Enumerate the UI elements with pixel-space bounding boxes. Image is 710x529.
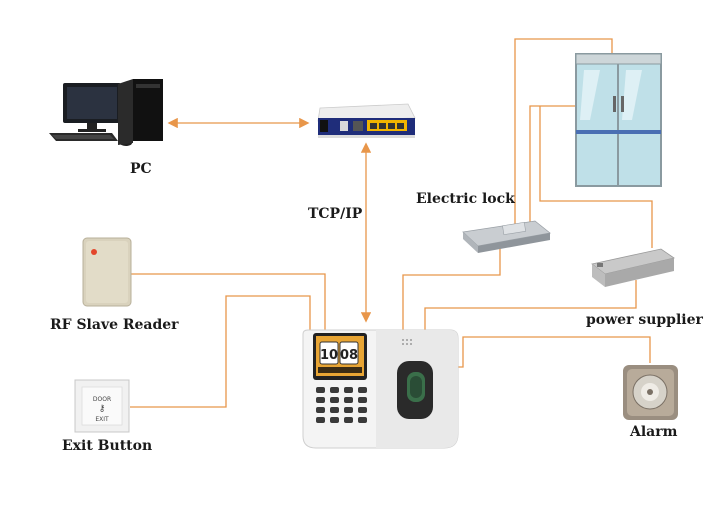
router-icon	[317, 103, 416, 138]
attendance-device: 10 08	[302, 329, 459, 449]
rf-reader-icon	[82, 237, 132, 307]
electric-lock-icon	[462, 220, 551, 253]
door-wire-lower	[529, 105, 575, 228]
connectors	[130, 38, 653, 408]
power-device-wire	[424, 280, 637, 333]
lock-wire	[402, 247, 501, 333]
speaker-grille	[402, 339, 412, 345]
power-supplier-icon	[591, 248, 675, 287]
electric-lock-label: Electric lock	[416, 191, 515, 207]
door-power-wire	[539, 106, 653, 248]
clock-minutes: 08	[340, 348, 358, 363]
power-supplier-label: power supplier	[586, 312, 703, 328]
alarm-icon	[623, 365, 678, 420]
alarm-wire	[440, 336, 651, 368]
alarm-label: Alarm	[630, 424, 678, 440]
key-symbol-icon: ⚷	[99, 404, 106, 414]
exit-button-label: Exit Button	[62, 438, 153, 454]
door-wire-upper	[514, 38, 613, 228]
glass-door-icon	[575, 53, 662, 187]
pc-label: PC	[130, 161, 152, 177]
rf-reader-wire	[130, 273, 326, 332]
tcp-ip-label: TCP/IP	[308, 206, 363, 222]
clock-hours: 10	[320, 348, 338, 363]
pc-icon	[49, 79, 163, 146]
keypad	[316, 387, 367, 423]
rf-reader-label: RF Slave Reader	[50, 317, 179, 333]
exit-button-icon: DOOR ⚷ EXIT	[74, 379, 130, 433]
exit-button-wire	[130, 295, 311, 408]
exit-button-top-text: DOOR	[93, 396, 111, 403]
exit-button-bottom-text: EXIT	[95, 416, 109, 423]
